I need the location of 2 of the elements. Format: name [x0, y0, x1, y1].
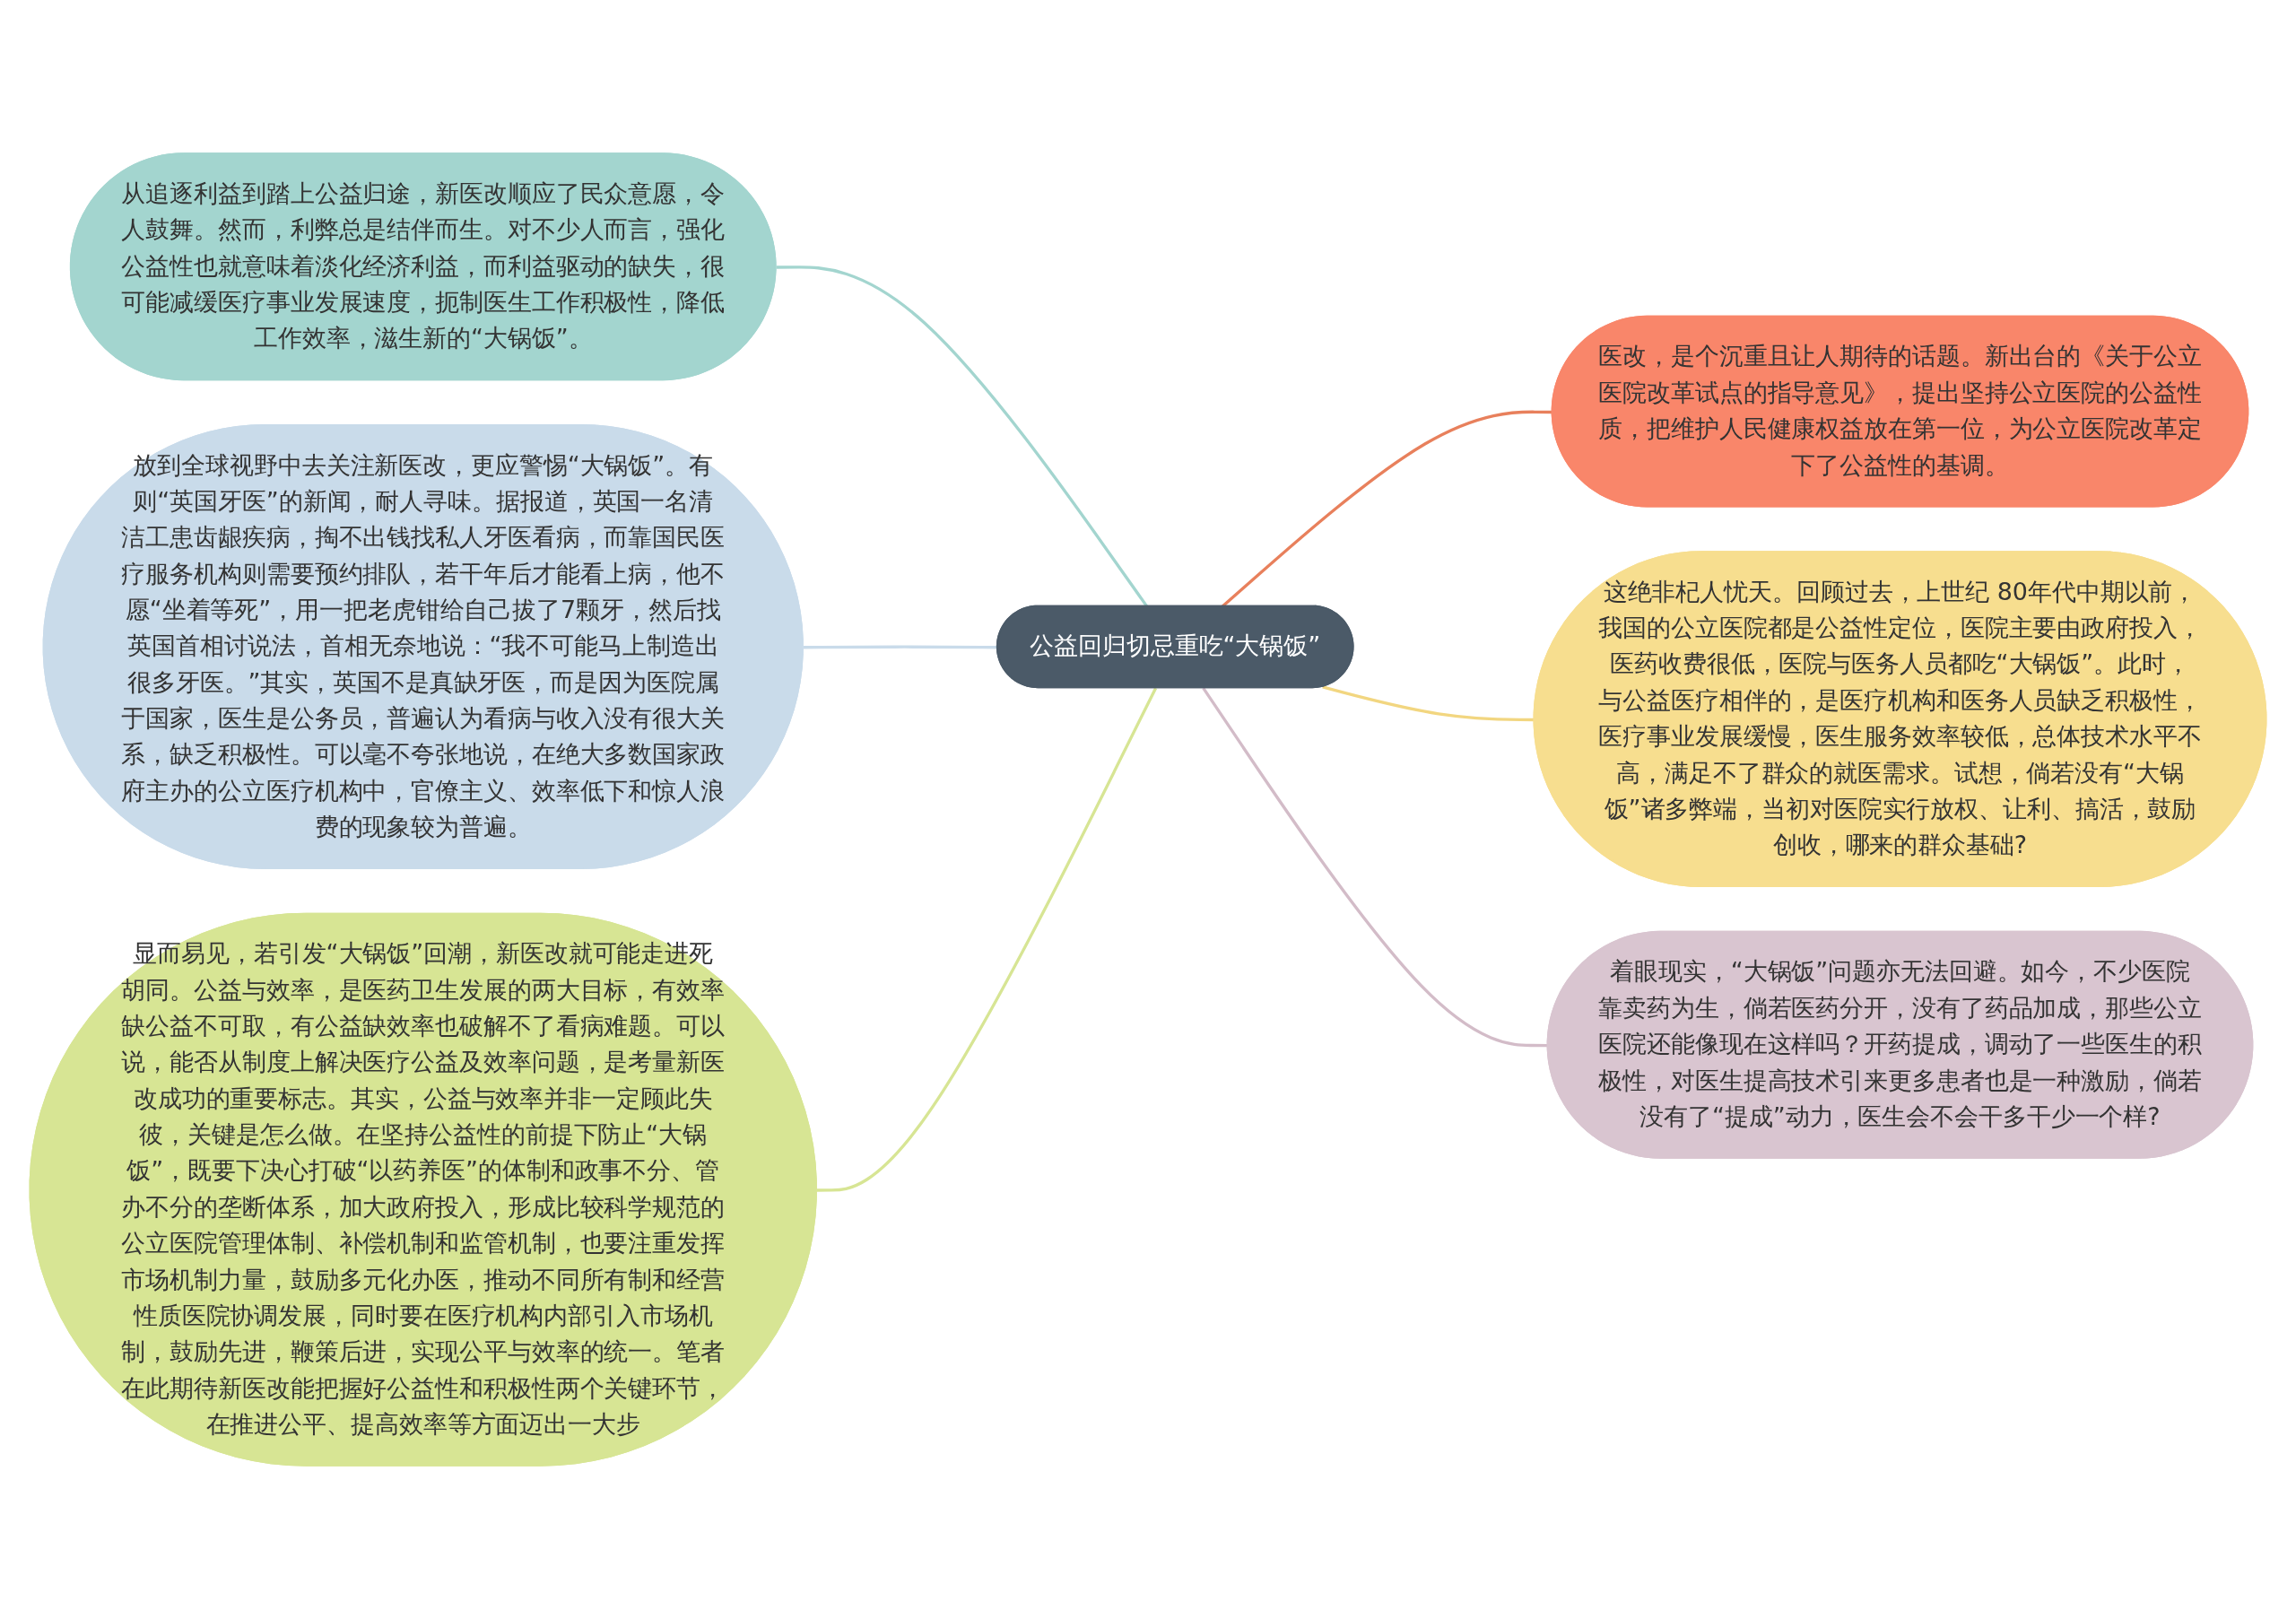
connector [816, 687, 1158, 1192]
connector [803, 645, 998, 649]
